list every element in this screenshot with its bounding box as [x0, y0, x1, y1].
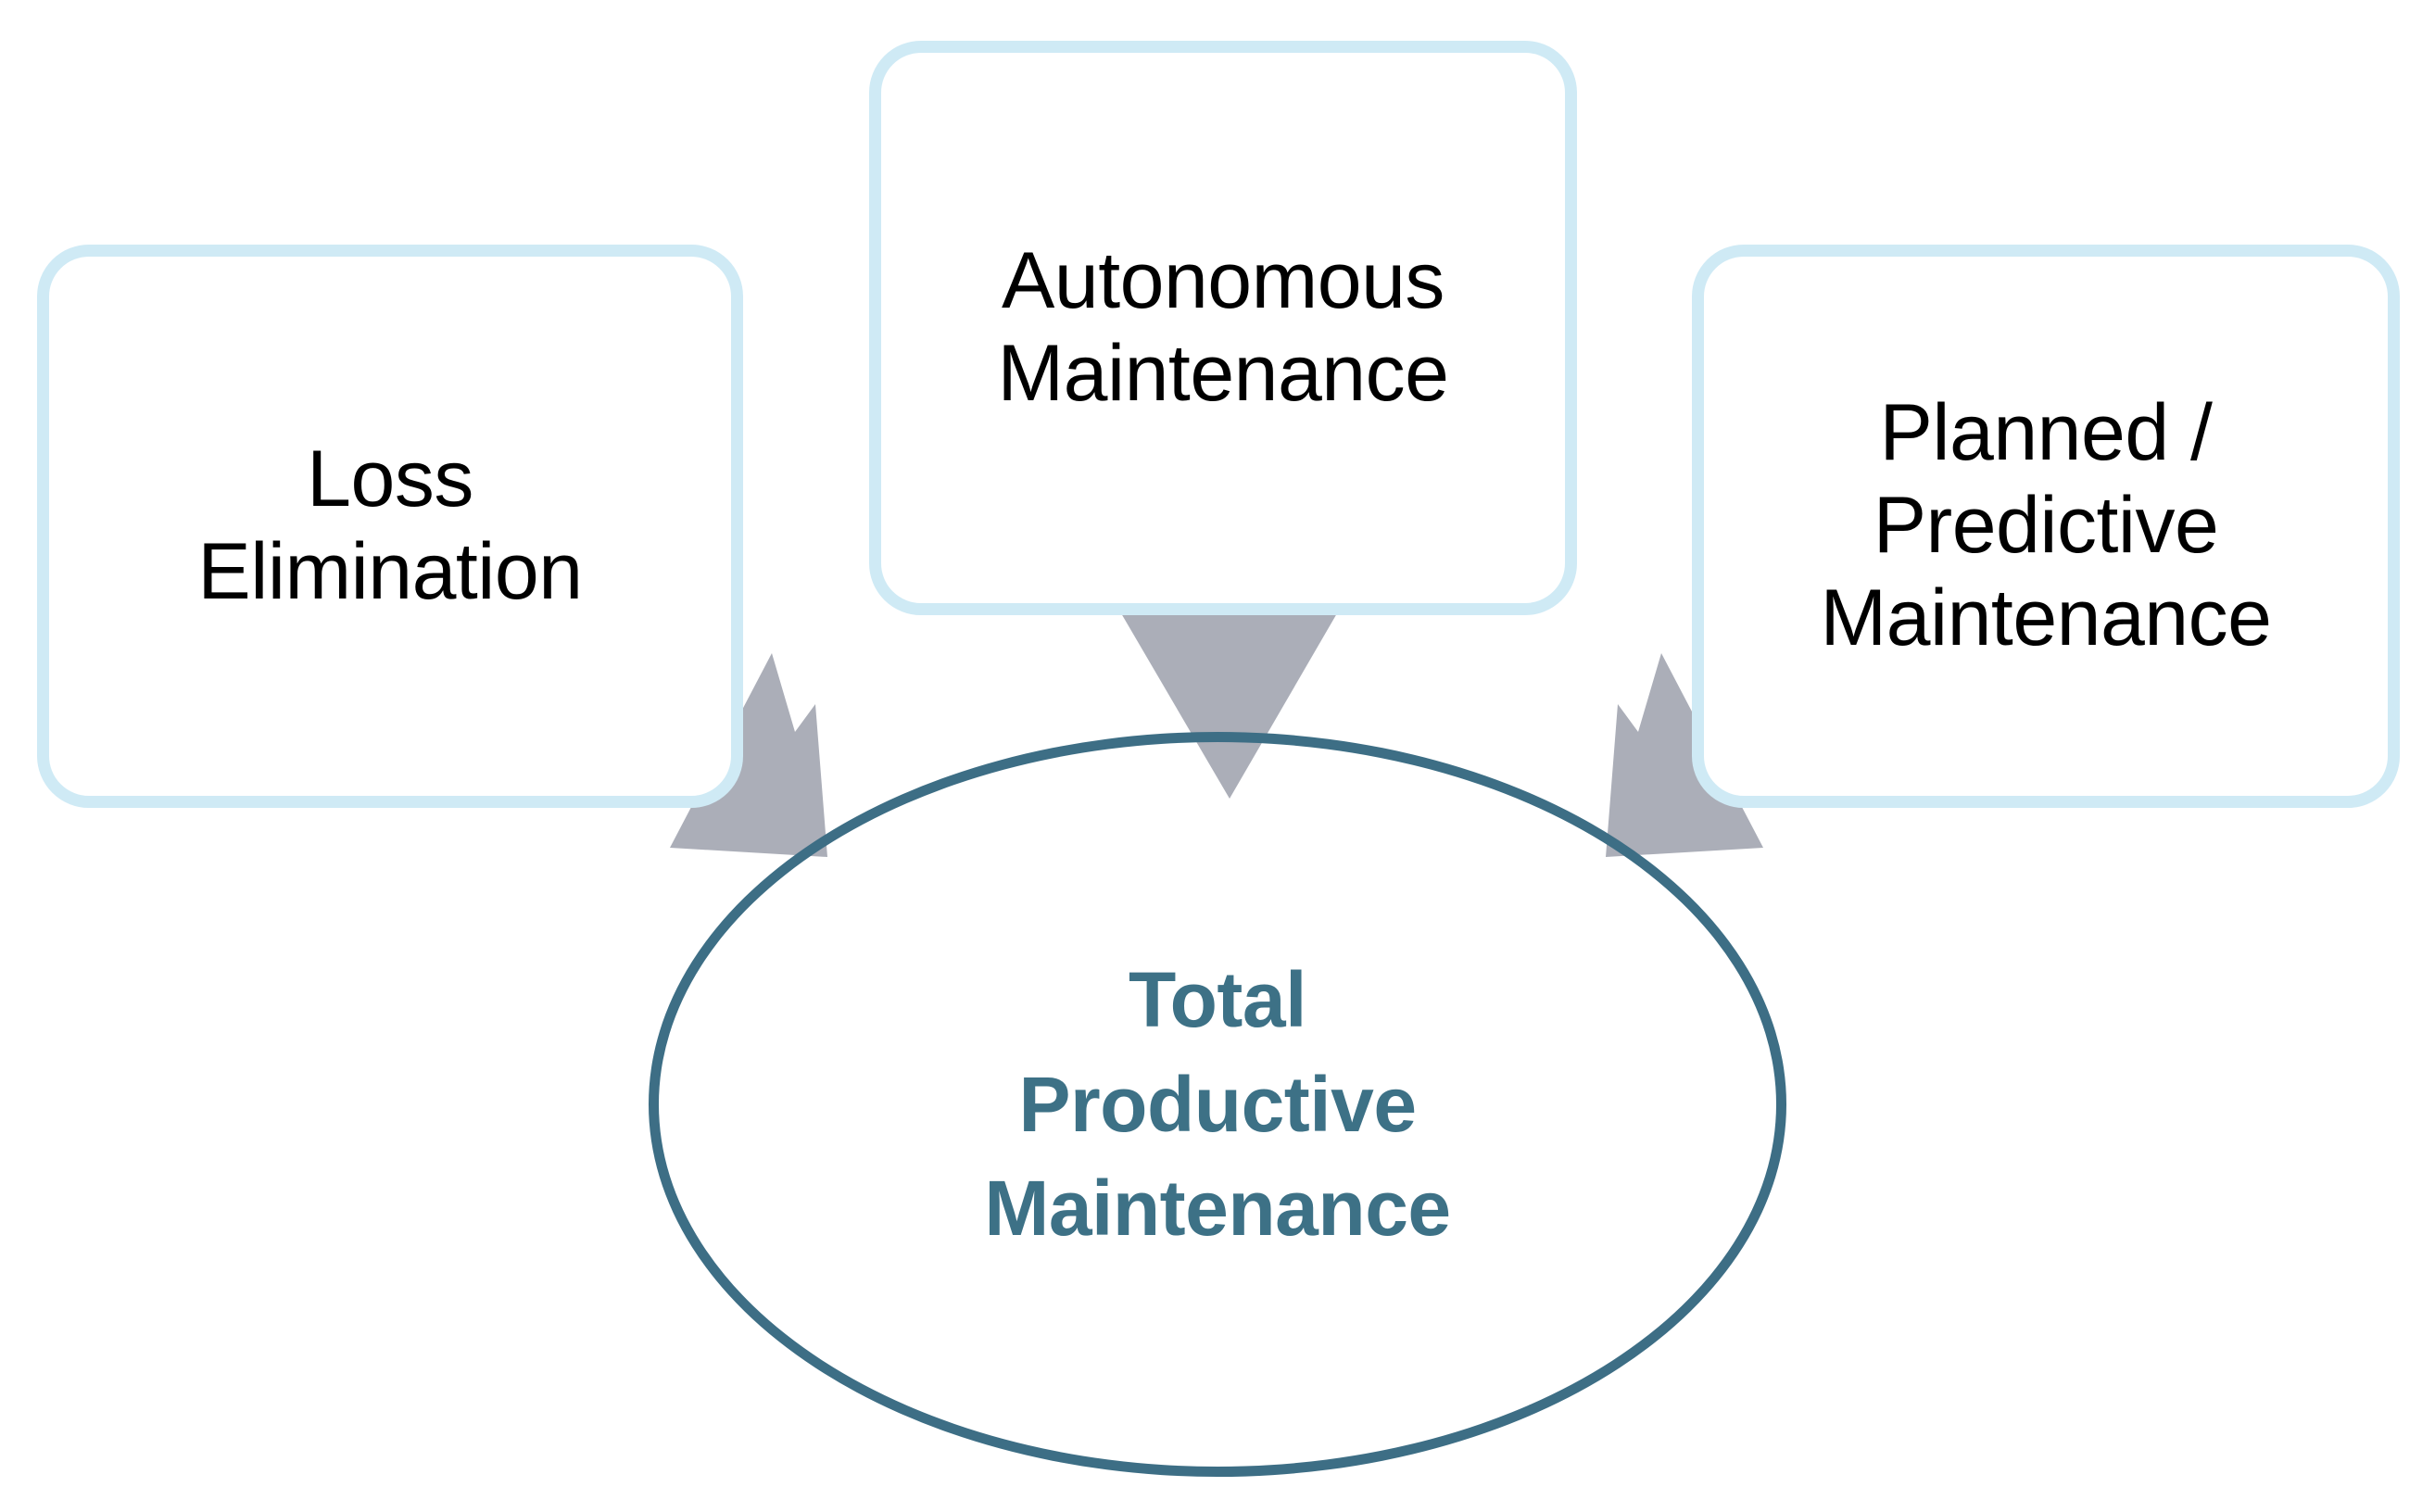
arrow-planned-to-tpm-icon — [1606, 653, 1763, 857]
node-autonomous-maintenance-label: Autonomous Maintenance — [997, 236, 1449, 418]
node-autonomous-maintenance[interactable]: Autonomous Maintenance — [869, 41, 1577, 615]
node-planned-predictive-maintenance[interactable]: Planned / Predictive Maintenance — [1692, 245, 2400, 808]
node-total-productive-maintenance-label: Total Productive Maintenance — [984, 956, 1451, 1253]
node-loss-elimination[interactable]: Loss Elimination — [37, 245, 743, 808]
node-total-productive-maintenance[interactable]: Total Productive Maintenance — [649, 732, 1786, 1477]
node-loss-elimination-label: Loss Elimination — [197, 435, 583, 616]
arrow-loss-to-tpm-icon — [670, 653, 827, 857]
node-planned-predictive-maintenance-label: Planned / Predictive Maintenance — [1820, 388, 2272, 662]
arrow-autonomous-to-tpm-icon — [1121, 613, 1337, 799]
